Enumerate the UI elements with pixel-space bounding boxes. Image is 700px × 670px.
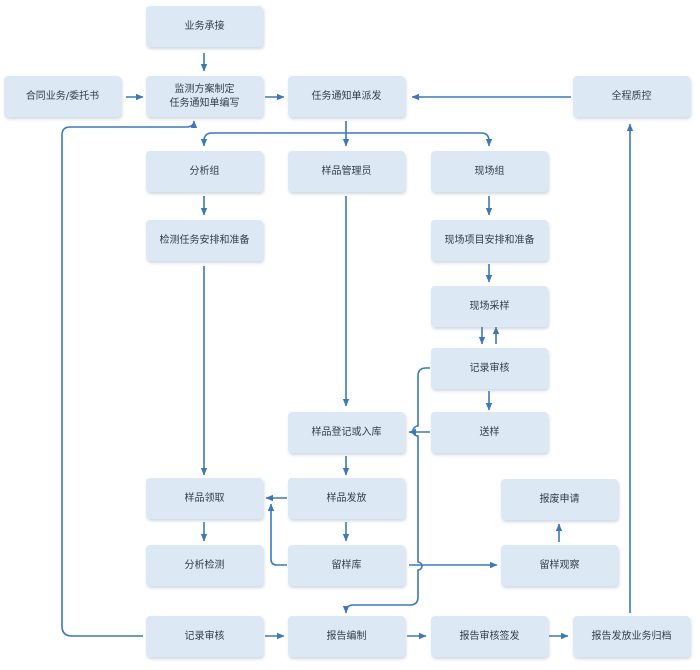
node-test-prep: 检测任务安排和准备 bbox=[146, 220, 263, 261]
node-field-prep: 现场项目安排和准备 bbox=[431, 220, 548, 261]
node-report-compile: 报告编制 bbox=[288, 616, 405, 657]
node-report-archive: 报告发放业务归档 bbox=[573, 616, 690, 657]
arrow-review-to-report bbox=[342, 367, 430, 614]
arrow-retention-to-receive bbox=[267, 503, 287, 566]
node-sample-receive: 样品领取 bbox=[146, 478, 263, 519]
node-sample-register: 样品登记或入库 bbox=[288, 412, 405, 453]
node-field-group: 现场组 bbox=[431, 151, 548, 192]
arrow-review-to-plan bbox=[61, 120, 198, 637]
node-retention-lib: 留样库 bbox=[288, 545, 405, 586]
node-send-sample: 送样 bbox=[431, 412, 548, 453]
node-business-intake: 业务承接 bbox=[146, 6, 263, 47]
node-dispatch: 任务通知单派发 bbox=[288, 76, 405, 117]
node-report-review: 报告审核签发 bbox=[431, 616, 548, 657]
node-sample-admin: 样品管理员 bbox=[288, 151, 405, 192]
arrow-dispatch-to-field bbox=[346, 132, 493, 147]
node-contract: 合同业务/委托书 bbox=[4, 76, 121, 117]
node-retention-observe: 留样观察 bbox=[501, 545, 618, 586]
node-scrap-request: 报废申请 bbox=[501, 479, 618, 520]
arrow-dispatch-to-analysis bbox=[200, 132, 346, 147]
node-analysis-test: 分析检测 bbox=[146, 545, 263, 586]
node-record-review-lab: 记录审核 bbox=[146, 616, 263, 657]
node-field-sampling: 现场采样 bbox=[431, 286, 548, 327]
node-plan: 监测方案制定 任务通知单编写 bbox=[146, 76, 263, 117]
node-sample-issue: 样品发放 bbox=[288, 478, 405, 519]
node-quality-control: 全程质控 bbox=[573, 76, 690, 117]
node-analysis-group: 分析组 bbox=[146, 151, 263, 192]
node-record-review-field: 记录审核 bbox=[431, 348, 548, 389]
